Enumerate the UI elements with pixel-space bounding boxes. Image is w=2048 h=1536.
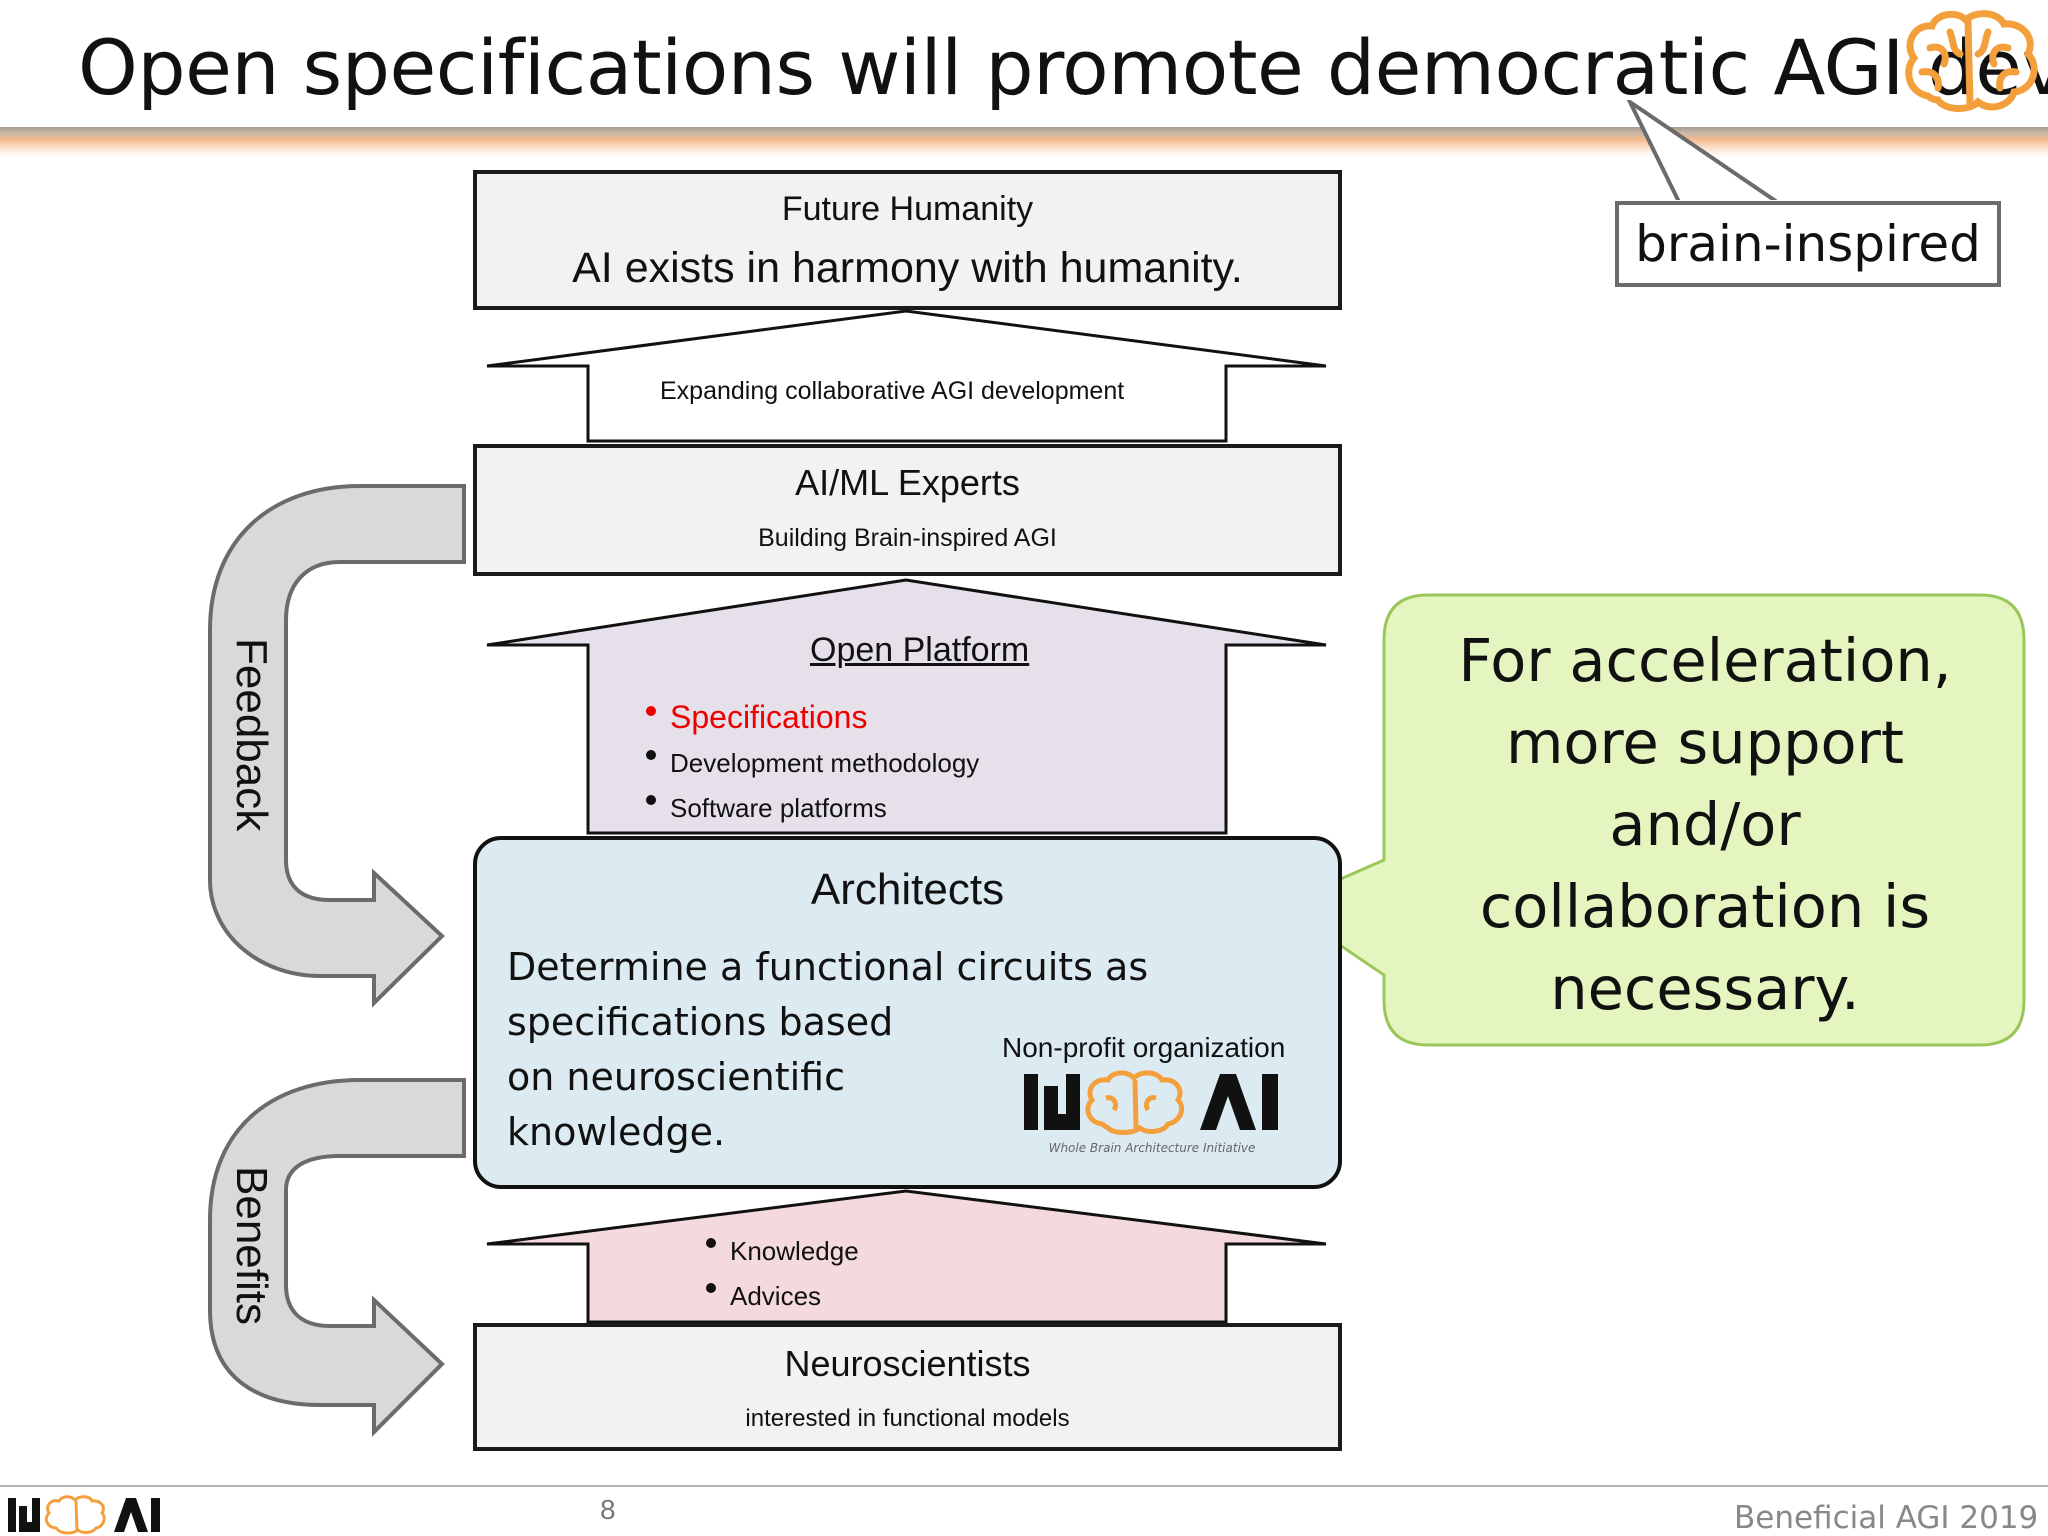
brain-inspired-label: brain-inspired	[1635, 215, 1981, 273]
advices-item: Advices	[706, 1281, 821, 1312]
green-callout-text: For acceleration, more support and/or co…	[1385, 620, 2025, 1030]
platform-item-label: Development methodology	[670, 748, 980, 778]
brain-inspired-callout: brain-inspired	[1615, 201, 2001, 287]
wbai-logo: Whole Brain Architecture Initiative	[1024, 1070, 1278, 1155]
ai-experts-box: AI/ML Experts Building Brain-inspired AG…	[473, 444, 1342, 576]
platform-item-label: Specifications	[670, 699, 868, 735]
bullet-icon	[646, 706, 656, 716]
architects-line: knowledge.	[507, 1110, 726, 1154]
slide-title: Open specifications will promote democra…	[78, 23, 2048, 112]
green-callout-bubble	[1277, 593, 2026, 1047]
nonprofit-label: Non-profit organization	[1002, 1032, 1286, 1063]
bullet-icon	[646, 750, 656, 760]
feedback-arrow-body	[208, 484, 466, 1008]
future-humanity-box: Future Humanity AI exists in harmony wit…	[473, 170, 1342, 310]
benefits-arrow-body	[208, 1078, 466, 1437]
footer-divider	[0, 1485, 2048, 1487]
neuroscientists-box: Neuroscientists interested in functional…	[473, 1323, 1342, 1451]
wbai-logo-caption: Whole Brain Architecture Initiative	[1049, 1141, 1256, 1155]
ai-experts-text: Building Brain-inspired AGI	[758, 524, 1057, 552]
architects-line: Determine a functional circuits as	[507, 945, 1149, 989]
future-humanity-text: AI exists in harmony with humanity.	[572, 244, 1243, 292]
architects-title: Architects	[810, 865, 1005, 914]
architects-line: specifications based	[507, 1000, 894, 1044]
green-callout-line: necessary.	[1550, 954, 1860, 1023]
future-humanity-title: Future Humanity	[781, 190, 1034, 228]
bullet-icon	[706, 1283, 716, 1293]
feedback-label: Feedback	[227, 638, 276, 832]
knowledge-item: Knowledge	[706, 1236, 859, 1267]
arrow-knowledge	[486, 1189, 1327, 1324]
advices-item-label: Advices	[730, 1281, 822, 1311]
platform-item-methodology: Development methodology	[646, 748, 979, 779]
brain-logo-icon	[1905, 10, 2038, 112]
green-callout-line: more support	[1505, 708, 1905, 777]
footer-wbai-logo	[8, 1495, 160, 1535]
open-platform-title: Open Platform	[810, 631, 1030, 669]
footer-event: Beneficial AGI 2019	[1734, 1500, 2039, 1536]
ai-experts-title: AI/ML Experts	[795, 462, 1020, 503]
neuroscientists-title: Neuroscientists	[784, 1343, 1031, 1384]
knowledge-item-label: Knowledge	[730, 1236, 859, 1266]
page-number: 8	[600, 1494, 616, 1525]
green-callout-line: collaboration is	[1479, 872, 1931, 941]
architects-description: Determine a functional circuits as speci…	[507, 940, 1148, 1160]
platform-item-label: Software platforms	[670, 793, 887, 823]
neuroscientists-text: interested in functional models	[745, 1405, 1070, 1432]
expanding-arrow-label: Expanding collaborative AGI development	[660, 377, 1125, 405]
arrow-open-platform	[486, 578, 1327, 835]
bullet-icon	[706, 1238, 716, 1248]
benefits-label: Benefits	[227, 1166, 276, 1325]
green-callout-line: and/or	[1609, 790, 1801, 859]
architects-line: on neuroscientific	[507, 1055, 845, 1099]
platform-item-specifications: Specifications	[646, 699, 867, 736]
architects-box: Architects Determine a functional circui…	[473, 836, 1342, 1189]
green-callout-line: For acceleration,	[1458, 626, 1952, 695]
arrow-expanding	[486, 309, 1327, 443]
platform-item-software: Software platforms	[646, 793, 887, 824]
bullet-icon	[646, 795, 656, 805]
